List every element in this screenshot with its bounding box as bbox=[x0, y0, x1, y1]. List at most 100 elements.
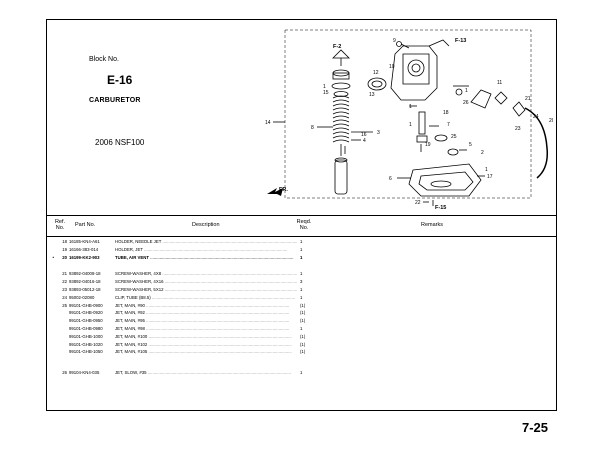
callout-14: 14 bbox=[265, 120, 271, 126]
row-part-no: 16166-383-014 bbox=[69, 246, 99, 252]
row-description: JET, MAIN, #92 .........................… bbox=[115, 310, 290, 316]
row-reqd-no: 1 bbox=[300, 325, 303, 331]
page-number: 7-25 bbox=[522, 420, 549, 435]
header-reqd-no: Reqd. No. bbox=[296, 219, 312, 231]
row-description: JET, MAIN, #90 .........................… bbox=[115, 302, 290, 308]
row-part-no: 93892-04008-18 bbox=[69, 271, 101, 277]
callout-10: 10 bbox=[389, 64, 395, 70]
row-reqd-no: (1) bbox=[300, 302, 306, 308]
row-part-no: 99101-GHB-0980 bbox=[69, 325, 103, 331]
header-description: Description bbox=[192, 222, 220, 228]
callout-fr: FR. bbox=[279, 187, 288, 193]
row-reqd-no: (1) bbox=[300, 310, 306, 316]
row-part-no: 99101-GHB-1020 bbox=[69, 341, 103, 347]
callout-1c: 1 bbox=[409, 122, 412, 128]
table-row: 99101-GHB-0950 JET, MAIN, #95 ...........… bbox=[47, 318, 556, 326]
row-description: HOLDER, NEEDLE JET .....................… bbox=[115, 239, 297, 244]
row-part-no: 99101-GHB-0900 bbox=[69, 302, 103, 308]
row-description: JET, MAIN, #98 .........................… bbox=[115, 325, 290, 331]
row-reqd-no: (1) bbox=[300, 318, 306, 324]
row-reqd-no: 1 bbox=[300, 254, 303, 260]
row-description: JET, MAIN, #95 .........................… bbox=[115, 318, 290, 324]
row-description: SCREW-WASHER, 5X12 .....................… bbox=[115, 286, 297, 292]
callout-1b: 1 bbox=[485, 167, 488, 173]
row-part-no: 16199-KK2-903 bbox=[69, 254, 100, 260]
row-ref-no: 20 bbox=[62, 254, 67, 260]
row-ref-no: 21 bbox=[62, 271, 67, 277]
table-row: 99101-GHB-1050 JET, MAIN, #105 ..........… bbox=[47, 349, 556, 357]
row-description: TUBE, AIR VENT .........................… bbox=[115, 254, 294, 260]
table-row: 99101-GHB-0980 JET, MAIN, #98 ...........… bbox=[47, 326, 556, 334]
block-code: E-16 bbox=[107, 73, 133, 87]
row-reqd-no: 1 bbox=[300, 286, 303, 292]
callout-20: 20 bbox=[549, 118, 553, 124]
row-reqd-no: 1 bbox=[300, 239, 303, 244]
row-ref-no: 22 bbox=[62, 279, 67, 285]
row-reqd-no: 1 bbox=[300, 246, 303, 252]
row-description: JET, MAIN, #105 ........................… bbox=[115, 349, 292, 355]
table-row: 99101-GHB-0920 JET, MAIN, #92 ...........… bbox=[47, 310, 556, 318]
row-ref-no: 18 bbox=[62, 239, 67, 244]
callout-8: 8 bbox=[311, 125, 314, 131]
row-reqd-no: (1) bbox=[300, 349, 306, 355]
row-part-no: 95002-02080 bbox=[69, 294, 95, 300]
callout-2: 2 bbox=[481, 150, 484, 156]
parts-table-header: Ref. No. Part No. Description Reqd. No. … bbox=[47, 218, 556, 236]
callout-11: 11 bbox=[497, 80, 502, 86]
row-reqd-no: 1 bbox=[300, 370, 303, 376]
row-part-no: 99101-GHB-0950 bbox=[69, 318, 103, 324]
callout-24: 24 bbox=[533, 114, 539, 120]
row-part-no: 99101-GHB-0920 bbox=[69, 310, 103, 316]
row-description: SCREW-WASHER, 4X16 .....................… bbox=[115, 279, 297, 285]
callout-15: 15 bbox=[323, 90, 329, 96]
row-ref-no: 25 bbox=[62, 302, 67, 308]
callout-21: 21 bbox=[525, 96, 531, 102]
callout-6: 6 bbox=[389, 176, 392, 182]
callout-f15: F-15 bbox=[435, 205, 446, 211]
row-ref-no: 26 bbox=[62, 370, 67, 376]
header-ref-no: Ref. No. bbox=[54, 219, 66, 231]
model-name: 2006 NSF100 bbox=[95, 138, 145, 147]
row-reqd-no: (1) bbox=[300, 341, 306, 347]
row-mark: • bbox=[52, 254, 54, 260]
block-number-label: Block No. bbox=[89, 56, 119, 63]
callout-22: 22 bbox=[415, 200, 421, 206]
row-description: SCREW-WASHER, 4X8 ......................… bbox=[115, 271, 297, 277]
row-reqd-no: 3 bbox=[300, 279, 303, 285]
callout-f2: F-2 bbox=[333, 44, 341, 50]
catalog-frame: Block No. E-16 CARBURETOR 2006 NSF100 bbox=[46, 19, 557, 411]
header-part-no: Part No. bbox=[75, 222, 96, 228]
callout-12: 12 bbox=[373, 70, 379, 76]
row-part-no: 99104-KN4-035 bbox=[69, 370, 100, 376]
row-part-no: 99101-GHB-1000 bbox=[69, 333, 103, 339]
row-part-no: 93892-04016-18 bbox=[69, 279, 101, 285]
row-ref-no: 24 bbox=[62, 294, 67, 300]
callout-f13: F-13 bbox=[455, 38, 466, 44]
row-part-no: 99101-GHB-1050 bbox=[69, 349, 103, 355]
row-description: JET, SLOW, #35 .........................… bbox=[115, 370, 291, 376]
row-part-no: 93893-05012-18 bbox=[69, 286, 101, 292]
callout-19: 19 bbox=[425, 142, 431, 148]
callout-5: 5 bbox=[469, 142, 472, 148]
diagram-table-divider bbox=[47, 215, 556, 216]
callout-26: 26 bbox=[463, 100, 469, 106]
callout-1e: 1 bbox=[465, 88, 468, 94]
front-arrow-icon bbox=[267, 188, 283, 196]
callout-9: 9 bbox=[393, 38, 396, 44]
row-reqd-no: 1 bbox=[300, 271, 303, 277]
row-part-no: 16185-KN4-A61 bbox=[69, 239, 100, 244]
row-ref-no: 19 bbox=[62, 246, 67, 252]
callout-3: 3 bbox=[377, 130, 380, 136]
callout-23: 23 bbox=[515, 126, 521, 132]
callout-16: 16 bbox=[361, 132, 367, 138]
